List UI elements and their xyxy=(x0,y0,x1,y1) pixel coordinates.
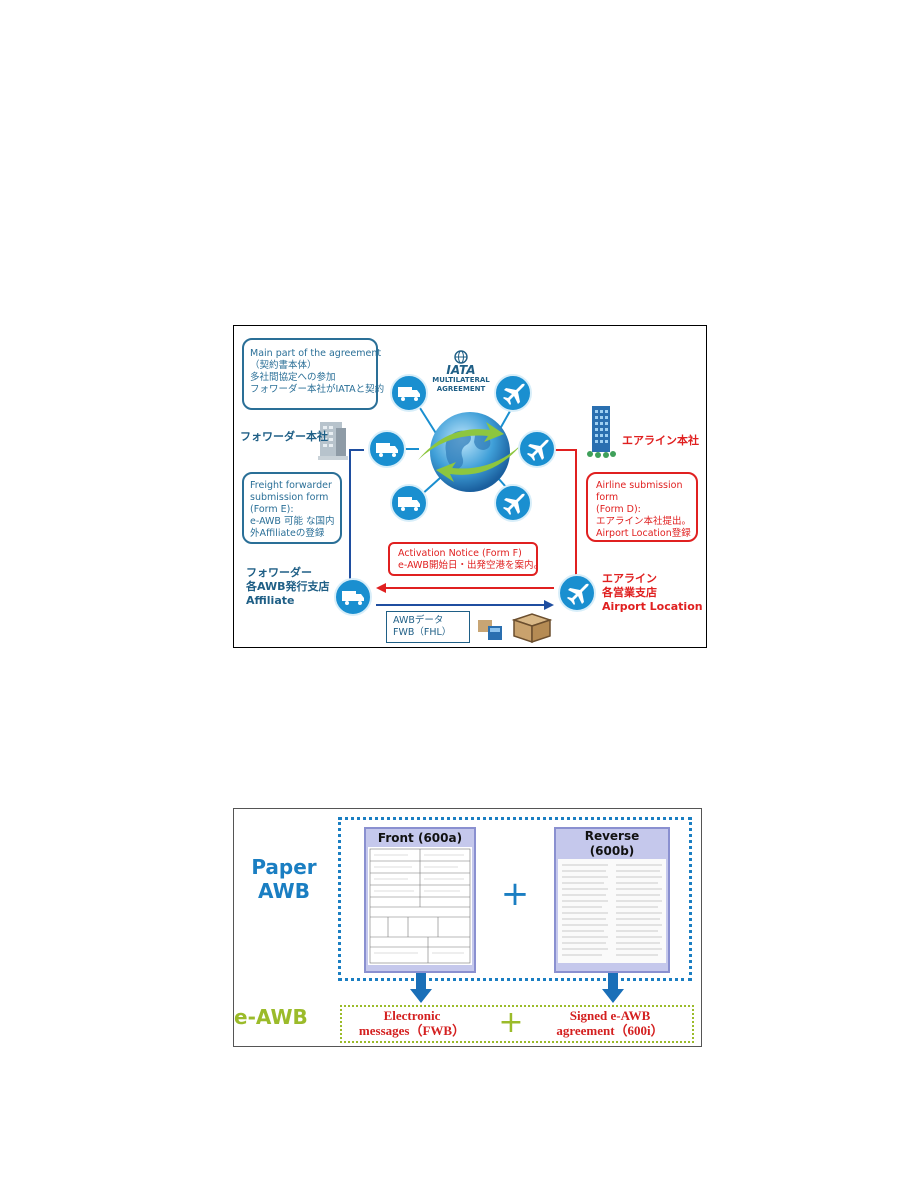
signed-agreement-label: Signed e-AWB agreement（600i） xyxy=(540,1008,680,1038)
reverse-title: Reverse (600b) xyxy=(556,829,668,859)
forwarder-form-line: submission form xyxy=(250,492,329,503)
iata-globe-icon xyxy=(454,350,468,364)
iata-line1: MULTILATERAL xyxy=(432,376,490,384)
paper-awb-line: AWB xyxy=(258,879,310,903)
awb-comparison-diagram: Paper AWB Front (600a) xyxy=(233,808,702,1047)
activation-line: Activation Notice (Form F) xyxy=(398,548,522,559)
truck-circle-top xyxy=(390,374,428,412)
awb-front-form-image xyxy=(368,847,472,965)
forwarder-form-line: (Form E): xyxy=(250,504,294,515)
agreement-line: フォワーダー本社がIATAと契約 xyxy=(250,384,385,395)
activation-notice-box: Activation Notice (Form F) e-AWB開始日・出発空港… xyxy=(388,542,543,576)
plane-circle-bottom xyxy=(494,484,532,522)
airplane-icon xyxy=(567,583,589,605)
paper-awb-label: Paper AWB xyxy=(242,855,326,903)
front-title: Front (600a) xyxy=(377,831,463,845)
truck-icon xyxy=(398,497,420,511)
forwarder-building-icon xyxy=(318,422,348,460)
airline-form-box: Airline submission form (Form D): エアライン本… xyxy=(586,472,698,542)
iata-logo: IATA MULTILATERAL AGREEMENT xyxy=(426,350,496,394)
airport-line: 各営業支店 xyxy=(602,586,657,599)
affiliate-truck-circle xyxy=(334,578,372,616)
agreement-line: （契約書本体） xyxy=(250,360,317,371)
signed-line: Signed e-AWB xyxy=(569,1008,651,1023)
forwarder-form-line: e-AWB 可能 な国内 xyxy=(250,516,335,527)
affiliate-line: フォワーダー xyxy=(246,566,312,579)
truck-icon xyxy=(342,591,364,605)
paper-awb-line: Paper xyxy=(251,855,317,879)
signed-line: agreement（600i） xyxy=(556,1023,664,1038)
reverse-document: Reverse (600b) xyxy=(554,827,670,973)
forwarder-form-box: Freight forwarder submission form (Form … xyxy=(242,472,342,544)
airplane-icon xyxy=(527,439,549,461)
electronic-line: messages（FWB） xyxy=(358,1023,466,1038)
airline-building-icon xyxy=(587,406,616,458)
affiliate-line: 各AWB発行支店 xyxy=(246,580,330,593)
activation-line: e-AWB開始日・出発空港を案内。 xyxy=(398,560,543,571)
forwarder-form-line: Freight forwarder xyxy=(250,480,332,491)
truck-icon xyxy=(376,443,398,457)
agreement-diagram: Main part of the agreement （契約書本体） 多社間協定… xyxy=(233,325,707,648)
plane-circle-top xyxy=(494,374,532,412)
plus-symbol-paper: + xyxy=(500,874,530,914)
iata-line2: AGREEMENT xyxy=(436,385,486,393)
paper-awb-frame xyxy=(338,817,692,981)
truck-icon xyxy=(398,387,420,401)
airline-form-line: Airline submission xyxy=(596,480,683,491)
down-arrow-reverse xyxy=(602,973,624,1003)
awb-data-line: FWB（FHL） xyxy=(393,627,452,638)
airport-line: Airport Location xyxy=(602,600,703,613)
plus-symbol-eawb: + xyxy=(498,1005,524,1040)
awb-reverse-form-image xyxy=(558,859,666,963)
iata-logo-text: IATA xyxy=(446,363,476,377)
electronic-messages-label: Electronic messages（FWB） xyxy=(352,1008,472,1038)
airport-plane-circle xyxy=(558,574,596,612)
electronic-line: Electronic xyxy=(383,1008,441,1023)
agreement-line: Main part of the agreement xyxy=(250,348,382,359)
front-document: Front (600a) xyxy=(364,827,476,973)
agreement-line: 多社間協定への参加 xyxy=(250,372,336,383)
truck-circle-middle xyxy=(368,430,406,468)
plane-circle-middle xyxy=(518,430,556,468)
eawb-frame xyxy=(340,1005,694,1043)
airline-form-line: form xyxy=(596,492,619,503)
reverse-title-line: Reverse xyxy=(584,829,640,843)
truck-circle-bottom xyxy=(390,484,428,522)
awb-data-box: AWBデータ FWB（FHL） xyxy=(386,611,470,643)
airplane-icon xyxy=(503,493,525,515)
airport-label: エアライン 各営業支店 Airport Location xyxy=(602,572,703,614)
eawb-label: e-AWB xyxy=(234,1005,308,1029)
down-arrow-front xyxy=(410,973,432,1003)
globe-icon xyxy=(418,412,522,492)
airplane-icon xyxy=(503,383,525,405)
affiliate-label: フォワーダー 各AWB発行支店 Affiliate xyxy=(246,566,330,608)
agreement-box: Main part of the agreement （契約書本体） 多社間協定… xyxy=(242,338,385,410)
forwarder-form-line: 外Affiliateの登録 xyxy=(250,528,325,539)
airline-hq-label: エアライン本社 xyxy=(622,434,699,447)
airport-line: エアライン xyxy=(602,572,657,585)
affiliate-line: Affiliate xyxy=(246,594,295,607)
packages-icon xyxy=(478,620,502,640)
awb-data-line: AWBデータ xyxy=(393,615,444,626)
airline-form-line: Airport Location登録 xyxy=(596,528,691,539)
reverse-title-line: (600b) xyxy=(589,844,635,858)
forwarder-hq-label: フォワーダー本社 xyxy=(240,430,328,443)
airline-form-line: (Form D): xyxy=(596,504,641,515)
cardboard-box-icon xyxy=(511,613,553,644)
airline-form-line: エアライン本社提出。 xyxy=(596,516,692,527)
